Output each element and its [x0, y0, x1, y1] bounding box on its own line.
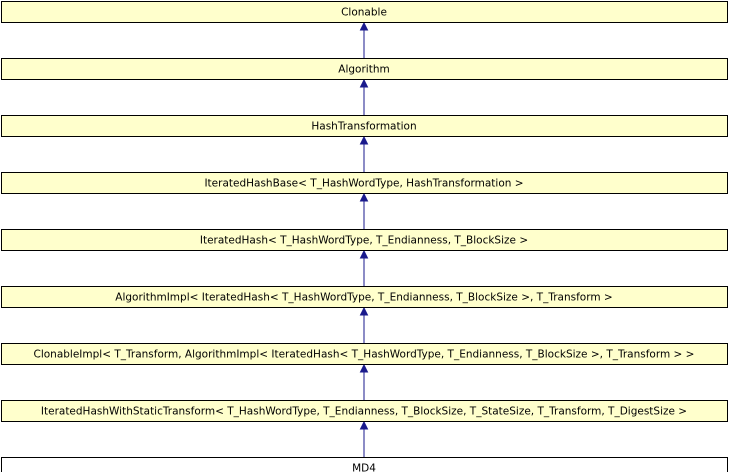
edge-iterated-hash-base-to-hash-transformation	[359, 135, 369, 172]
node-label-iterated-hash-with-static-transform: IteratedHashWithStaticTransform< T_HashW…	[41, 406, 687, 418]
node-algorithm-impl[interactable]: AlgorithmImpl< IteratedHash< T_HashWordT…	[1, 286, 728, 308]
node-clonable-impl[interactable]: ClonableImpl< T_Transform, AlgorithmImpl…	[1, 343, 728, 365]
node-label-algorithm: Algorithm	[338, 64, 389, 76]
node-iterated-hash-base[interactable]: IteratedHashBase< T_HashWordType, HashTr…	[1, 172, 728, 194]
node-box-hash-transformation[interactable]	[1, 115, 728, 137]
node-box-iterated-hash-base[interactable]	[1, 172, 728, 194]
arrow-head-icon	[359, 249, 369, 259]
node-box-algorithm-impl[interactable]	[1, 286, 728, 308]
arrow-head-icon	[359, 420, 369, 430]
node-hash-transformation[interactable]: HashTransformation	[1, 115, 728, 137]
arrow-head-icon	[359, 306, 369, 316]
node-box-clonable-impl[interactable]	[1, 343, 728, 365]
edge-md4-to-iterated-hash-with-static-transform	[359, 420, 369, 457]
node-box-iterated-hash-with-static-transform[interactable]	[1, 400, 728, 422]
node-label-clonable: Clonable	[341, 7, 387, 19]
node-label-iterated-hash-base: IteratedHashBase< T_HashWordType, HashTr…	[204, 178, 523, 190]
node-label-hash-transformation: HashTransformation	[311, 121, 416, 133]
node-label-clonable-impl: ClonableImpl< T_Transform, AlgorithmImpl…	[34, 349, 695, 361]
edge-clonable-impl-to-algorithm-impl	[359, 306, 369, 343]
node-label-algorithm-impl: AlgorithmImpl< IteratedHash< T_HashWordT…	[115, 292, 612, 304]
node-iterated-hash[interactable]: IteratedHash< T_HashWordType, T_Endianne…	[1, 229, 728, 251]
node-box-clonable[interactable]	[1, 1, 728, 23]
node-box-algorithm[interactable]	[1, 58, 728, 80]
arrow-head-icon	[359, 135, 369, 145]
node-label-md4: MD4	[352, 463, 376, 472]
edge-iterated-hash-with-static-transform-to-clonable-impl	[359, 363, 369, 400]
node-box-md4[interactable]	[1, 457, 728, 472]
node-clonable[interactable]: Clonable	[1, 1, 728, 23]
edge-iterated-hash-to-iterated-hash-base	[359, 192, 369, 229]
arrow-head-icon	[359, 192, 369, 202]
edge-algorithm-to-clonable	[359, 21, 369, 58]
node-algorithm[interactable]: Algorithm	[1, 58, 728, 80]
arrow-head-icon	[359, 363, 369, 373]
arrow-head-icon	[359, 21, 369, 31]
node-md4[interactable]: MD4	[1, 457, 728, 472]
node-label-iterated-hash: IteratedHash< T_HashWordType, T_Endianne…	[200, 235, 528, 247]
node-iterated-hash-with-static-transform[interactable]: IteratedHashWithStaticTransform< T_HashW…	[1, 400, 728, 422]
node-box-iterated-hash[interactable]	[1, 229, 728, 251]
edge-algorithm-impl-to-iterated-hash	[359, 249, 369, 286]
edges-layer	[359, 21, 369, 457]
edge-hash-transformation-to-algorithm	[359, 78, 369, 115]
arrow-head-icon	[359, 78, 369, 88]
